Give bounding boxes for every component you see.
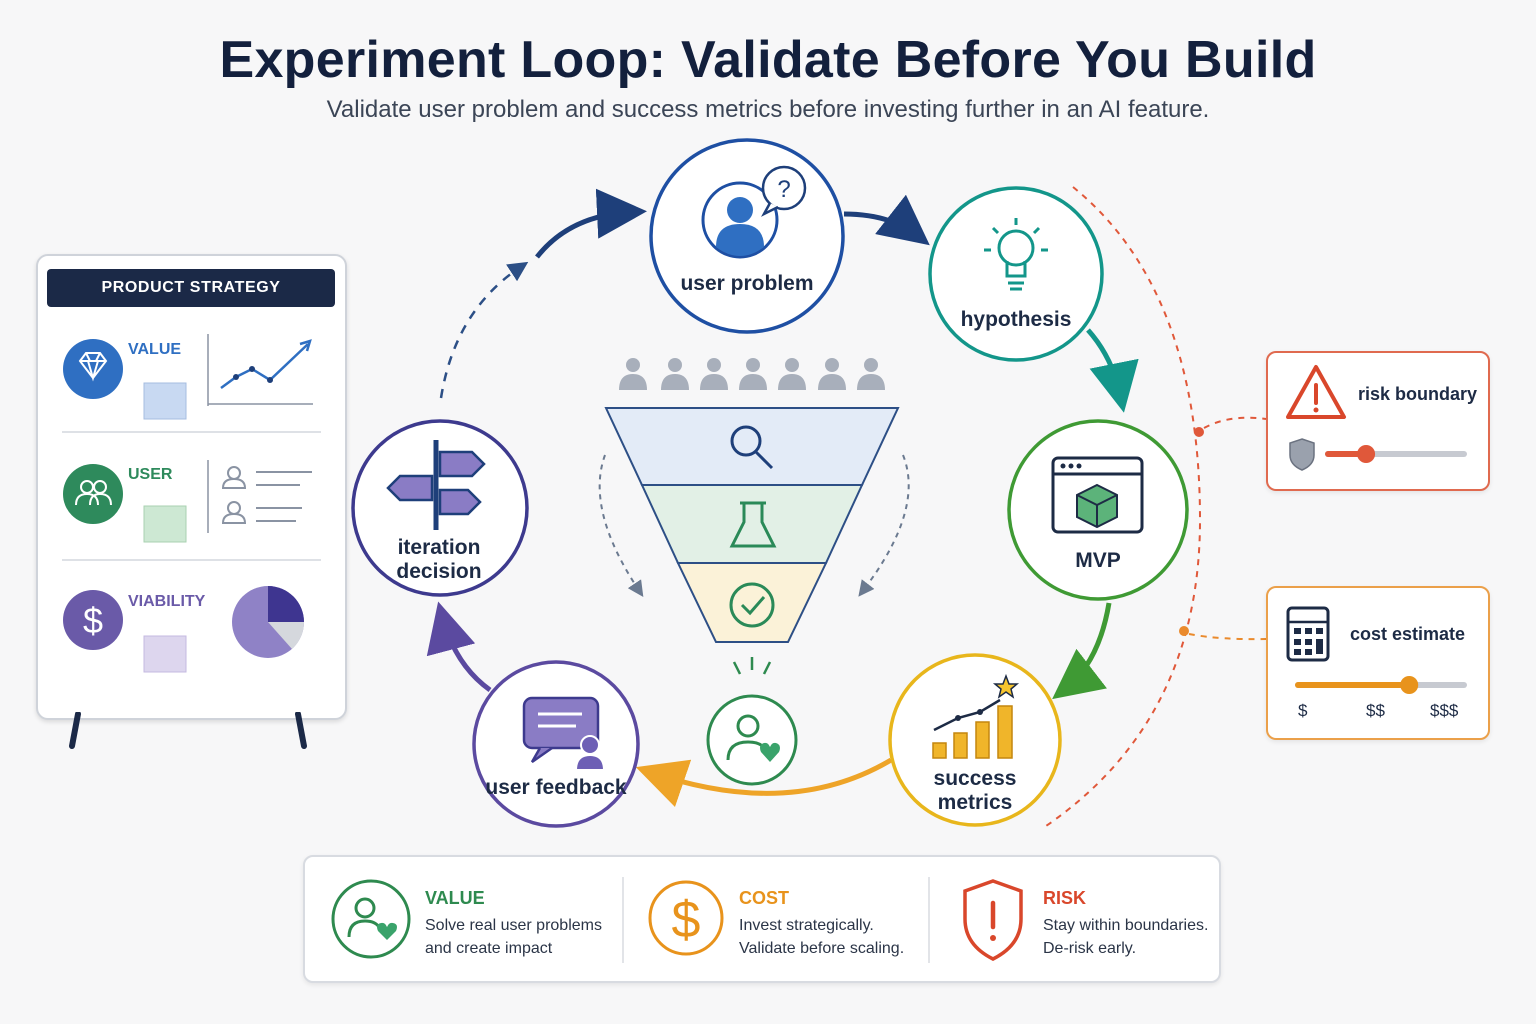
cost-tick-mid: $$ (1366, 701, 1385, 720)
risk-card-graphics (1286, 365, 1467, 471)
risk-boundary-label: risk boundary (1358, 384, 1478, 404)
users-icon (63, 464, 123, 524)
risk-slider-knob (1357, 445, 1376, 463)
node-label-user-feedback: user feedback (485, 776, 627, 799)
funnel-people-icons (619, 358, 885, 390)
node-label-hypothesis: hypothesis (960, 308, 1072, 331)
cost-slider-knob (1400, 676, 1419, 694)
summary-cost-line-1: Invest strategically. (739, 917, 874, 934)
validation-funnel (604, 407, 900, 643)
node-label-success-metrics: success metrics (933, 767, 1017, 814)
user-sticky-note (143, 505, 187, 543)
node-user-feedback (472, 660, 640, 828)
chat-user-icon (522, 696, 606, 771)
arrow-feedback-to-problem (535, 188, 647, 259)
node-iteration-decision (351, 419, 529, 597)
node-success-metrics (888, 653, 1062, 827)
summary-graphics: $ (331, 877, 1023, 963)
value-sticky-note (143, 382, 187, 420)
summary-value-line-2: and create impact (425, 940, 553, 957)
cost-tick-low: $ (1298, 701, 1308, 720)
summary-risk-line-2: De-risk early. (1043, 940, 1137, 957)
happy-user-icon (706, 657, 798, 786)
arrow-mvp-to-metrics (1052, 602, 1112, 700)
arrow-hypothesis-to-mvp (1086, 328, 1139, 413)
cost-connector-dot (1179, 626, 1189, 636)
board-header: PRODUCT STRATEGY (47, 269, 335, 307)
lightbulb-icon (984, 218, 1048, 291)
summary-value-line-1: Solve real user problems (425, 917, 602, 934)
node-label-iteration-decision: iteration decision (396, 536, 482, 583)
user-list-icon (221, 466, 312, 524)
product-strategy-board: PRODUCT STRATEGY (36, 254, 347, 720)
shield-icon (1289, 438, 1315, 471)
flask-icon (729, 501, 777, 548)
node-hypothesis (928, 186, 1104, 362)
cost-estimate-label: cost estimate (1350, 624, 1466, 644)
summary-risk-line-1: Stay within boundaries. (1043, 917, 1209, 934)
risk-boundary-card: risk boundary (1266, 351, 1490, 491)
summary-cost-line-2: Validate before scaling. (739, 940, 905, 957)
board-label-user: USER (128, 466, 173, 483)
cost-card-graphics (1286, 606, 1467, 694)
arrow-feedback-to-iteration (426, 601, 492, 693)
board-graphics: $ (62, 334, 321, 673)
trend-chart-icon (207, 334, 313, 406)
dollar-icon: $ (63, 590, 123, 650)
risk-boundary-line (1045, 186, 1202, 827)
svg-text:?: ? (777, 176, 790, 203)
arrow-metrics-to-feedback (635, 757, 893, 807)
page-subtitle: Validate user problem and success metric… (326, 96, 1210, 123)
warning-triangle-icon (1286, 365, 1346, 419)
svg-text:$: $ (672, 891, 701, 949)
cost-tick-high: $$$ (1430, 701, 1459, 720)
viability-sticky-note (143, 635, 187, 673)
risk-connector-dot (1194, 427, 1204, 437)
summary-risk-heading: RISK (1043, 888, 1087, 908)
node-mvp (1007, 419, 1189, 601)
dollar-coin-icon: $ (648, 880, 724, 956)
check-circle-icon (729, 582, 775, 628)
shield-alert-icon (963, 879, 1023, 961)
board-label-value: VALUE (128, 341, 182, 358)
node-label-user-problem: user problem (680, 272, 814, 295)
summary-value-heading: VALUE (425, 888, 485, 908)
node-user-problem: ? (649, 138, 845, 334)
arrow-iteration-dashed (439, 261, 529, 399)
summary-cost-heading: COST (739, 888, 790, 908)
growth-chart-icon (932, 673, 1020, 759)
board-stand (69, 712, 307, 749)
user-heart-icon (331, 879, 411, 959)
diamond-icon (63, 339, 123, 399)
arrow-problem-to-hypothesis (843, 194, 930, 246)
search-icon (730, 425, 774, 470)
page-title: Experiment Loop: Validate Before You Bui… (219, 31, 1317, 89)
board-label-viability: VIABILITY (128, 593, 206, 610)
summary-panel: $ VALUE Solve real user problems and cre… (303, 855, 1221, 983)
svg-text:$: $ (83, 600, 103, 641)
user-question-icon: ? (701, 165, 807, 259)
cost-estimate-card: cost estimate $ $$ $$$ (1266, 586, 1490, 740)
app-window-cube-icon (1051, 456, 1144, 534)
node-label-mvp: MVP (1075, 549, 1121, 572)
calculator-icon (1286, 606, 1330, 662)
pie-chart-icon (232, 586, 305, 658)
signpost-icon (386, 440, 486, 530)
